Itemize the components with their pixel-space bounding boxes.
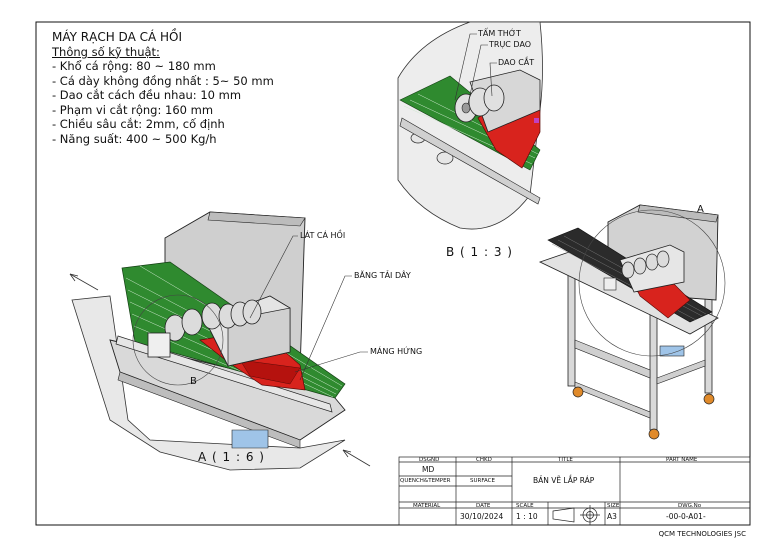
- company-name: QCM TECHNOLOGIES JSC: [658, 530, 746, 538]
- tb-material-header: MATERIAL: [413, 503, 441, 509]
- tb-size-value: A3: [607, 512, 617, 521]
- label-tam-thot: TẤM THỚT: [478, 29, 521, 38]
- tb-dsgnd-header: DSGND: [419, 457, 440, 463]
- spec-subtitle: Thông số kỹ thuật:: [52, 44, 160, 59]
- tb-scale-header: SCALE: [516, 503, 534, 509]
- main-isometric-view: [69, 211, 371, 471]
- tb-size-header: SIZE: [607, 503, 620, 509]
- sheet-border: [35, 21, 751, 526]
- tb-dsgnd-value: MD: [422, 465, 435, 474]
- detail-b-view: [397, 21, 543, 230]
- tb-date-header: DATE: [476, 503, 491, 509]
- title-block-grid: [398, 456, 751, 526]
- tb-chkd-header: CHKD: [476, 457, 492, 463]
- tb-partname-header: PART NAME: [666, 457, 698, 463]
- marker-b: B: [190, 376, 198, 387]
- tb-quench-header: QUENCH&TEMPER: [400, 478, 451, 484]
- label-lat-ca-hoi: LÁT CÁ HỒI: [300, 231, 346, 240]
- marker-a: A: [697, 204, 705, 215]
- tb-title-value: BẢN VẼ LẮP RÁP: [533, 476, 595, 485]
- label-dao-cat: DAO CẮT: [498, 58, 535, 67]
- label-truc-dao: TRỤC DAO: [489, 40, 532, 49]
- right-isometric-view: [538, 204, 726, 440]
- spec-item: - Chiều sâu cắt: 2mm, cố định: [52, 117, 225, 131]
- tb-dwg-header: DWG.No: [678, 503, 702, 509]
- spec-item: - Phạm vi cắt rộng: 160 mm: [52, 102, 214, 117]
- spec-item: - Cá dày không đồng nhất : 5~ 50 mm: [52, 73, 274, 88]
- tb-title-header: TITLE: [558, 457, 573, 463]
- view-a-caption: A ( 1 : 6 ): [198, 450, 265, 464]
- tb-scale-value: 1 : 10: [516, 512, 538, 521]
- spec-item: - Năng suất: 400 ~ 500 Kg/h: [52, 131, 217, 146]
- tb-surface-header: SURFACE: [470, 478, 495, 484]
- detail-b-caption: B ( 1 : 3 ): [446, 245, 513, 259]
- machine-title: MÁY RẠCH DA CÁ HỒI: [52, 30, 183, 44]
- spec-item: - Dao cắt cách đều nhau: 10 mm: [52, 88, 242, 102]
- spec-item: - Khổ cá rộng: 80 ~ 180 mm: [52, 59, 216, 73]
- caster-wheels: [572, 386, 715, 440]
- tb-date-value: 30/10/2024: [460, 512, 504, 521]
- projection-symbol: [552, 505, 600, 525]
- label-bang-tai: BĂNG TẢI DÂY: [354, 271, 411, 280]
- label-mang-hung: MÁNG HỨNG: [370, 347, 423, 356]
- tb-dwg-value: -00-0-A01-: [666, 512, 706, 521]
- spec-block: MÁY RẠCH DA CÁ HỒI Thông số kỹ thuật: - …: [52, 30, 274, 146]
